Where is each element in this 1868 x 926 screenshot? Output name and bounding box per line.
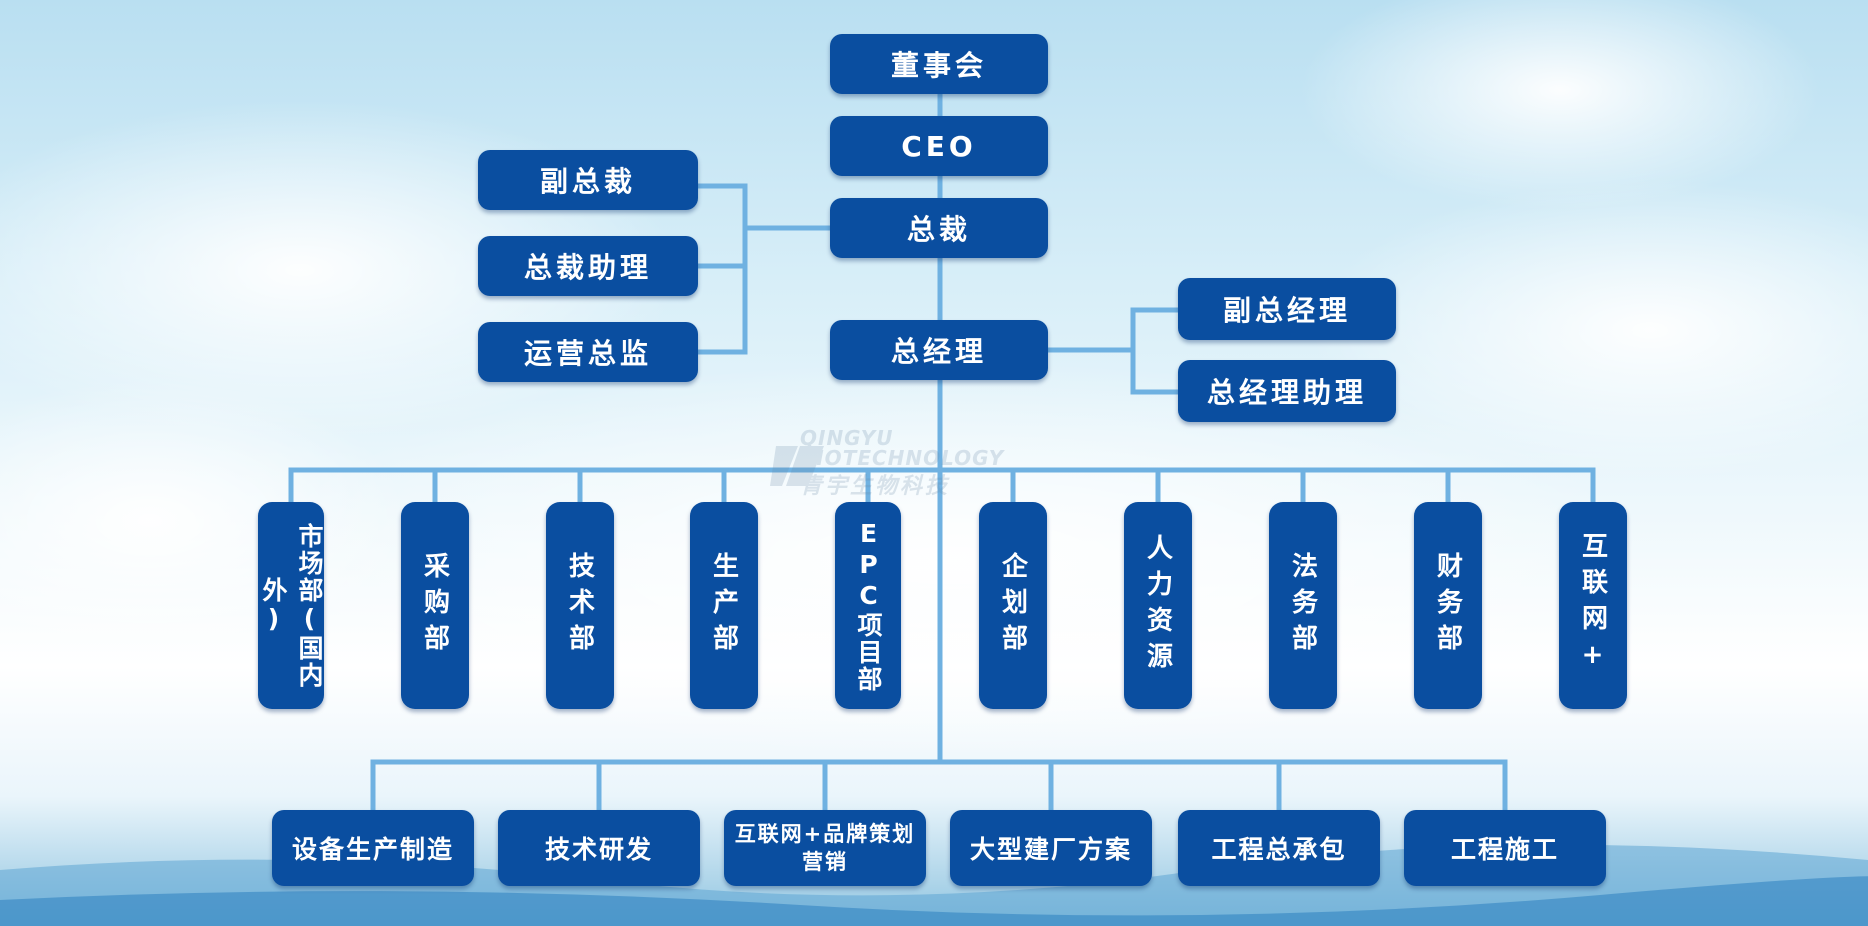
- general-manager-node: 总经理: [830, 320, 1048, 380]
- biz-construction: 工程施工: [1404, 810, 1606, 886]
- gm-assistant-node: 总经理助理: [1178, 360, 1396, 422]
- dept-internet-plus: 互联网+: [1559, 502, 1627, 709]
- dept-finance: 财务部: [1414, 502, 1482, 709]
- dept-procurement: 采购部: [401, 502, 469, 709]
- dept-legal: 法务部: [1269, 502, 1337, 709]
- watermark-cn: 青宇生物科技: [800, 474, 951, 499]
- biz-brand-marketing: 互联网+品牌策划营销: [724, 810, 926, 886]
- operations-director-node: 运营总监: [478, 322, 698, 382]
- company-watermark: QINGYU BIOTECHNOLOGY 青宇生物科技: [770, 426, 1005, 500]
- board-node: 董事会: [830, 34, 1048, 94]
- president-node: 总裁: [830, 198, 1048, 258]
- ceo-node: CEO: [830, 116, 1048, 176]
- biz-plant-solutions: 大型建厂方案: [950, 810, 1152, 886]
- watermark-en-line1: QINGYU: [800, 426, 894, 450]
- watermark-en-line2: BIOTECHNOLOGY: [800, 446, 1005, 470]
- deputy-gm-node: 副总经理: [1178, 278, 1396, 340]
- dept-hr: 人力资源: [1124, 502, 1192, 709]
- biz-tech-rd: 技术研发: [498, 810, 700, 886]
- company-logo-icon: [770, 446, 824, 486]
- dept-marketing: 市场部(国内外): [258, 502, 324, 709]
- dept-technology: 技术部: [546, 502, 614, 709]
- dept-production: 生产部: [690, 502, 758, 709]
- dept-epc: EPC项目部: [835, 502, 901, 709]
- biz-general-contracting: 工程总承包: [1178, 810, 1380, 886]
- biz-equipment-manufacturing: 设备生产制造: [272, 810, 474, 886]
- vice-president-node: 副总裁: [478, 150, 698, 210]
- dept-planning: 企划部: [979, 502, 1047, 709]
- president-assistant-node: 总裁助理: [478, 236, 698, 296]
